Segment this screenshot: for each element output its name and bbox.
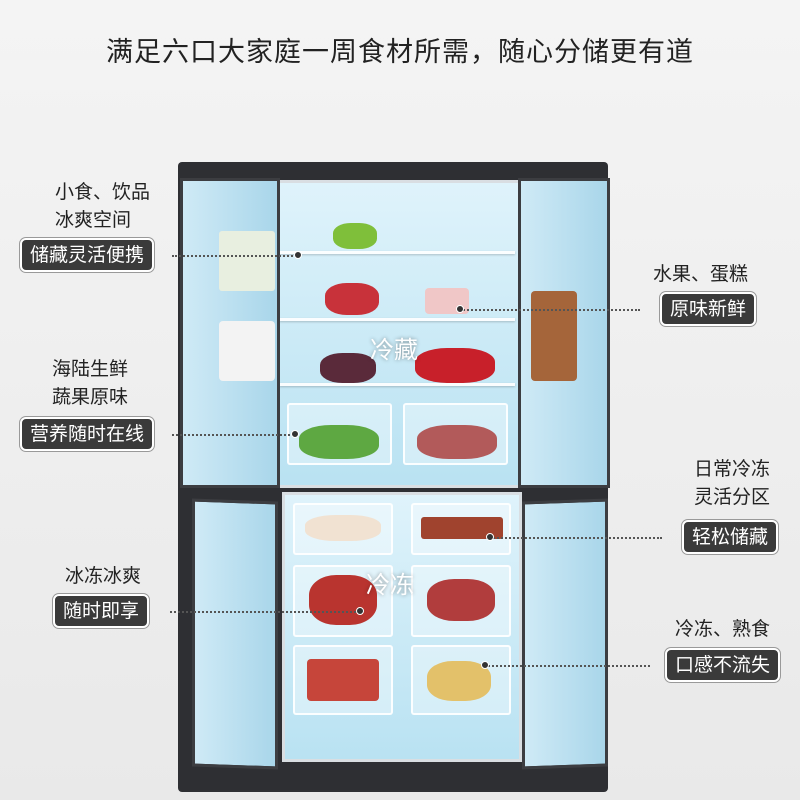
callout-line <box>485 665 650 667</box>
caption-fresh: 海陆生鲜蔬果原味 <box>52 355 128 411</box>
shelf <box>279 318 515 321</box>
tag-nutrition: 营养随时在线 <box>20 417 155 451</box>
caption-line: 冰爽空间 <box>55 209 132 231</box>
bottle <box>531 291 577 381</box>
caption-cooked: 冷冻、熟食 <box>675 615 770 643</box>
caption-line: 冰冻冰爽 <box>65 565 142 587</box>
zone-label-freezer: 冷冻 <box>366 571 414 599</box>
caption-line: 灵活分区 <box>693 486 770 508</box>
cherries <box>320 353 376 383</box>
right-freezer-door <box>522 498 608 770</box>
callout-dot <box>294 251 302 259</box>
vegetables <box>299 425 379 459</box>
caption-line: 蔬果原味 <box>52 386 129 408</box>
caption-frozen: 冰冻冰爽 <box>65 562 141 590</box>
callout-dot <box>486 533 494 541</box>
callout-dot <box>291 430 299 438</box>
meat <box>417 425 497 459</box>
zone-label-fridge: 冷藏 <box>370 336 418 364</box>
dumplings <box>305 515 381 541</box>
ice-cream <box>309 575 377 625</box>
milk <box>219 321 275 381</box>
freezer-drawer <box>293 645 393 715</box>
tag-ready: 随时即享 <box>53 594 150 628</box>
callout-line <box>172 255 297 257</box>
callout-line <box>490 537 662 539</box>
tag-taste: 口感不流失 <box>664 648 780 682</box>
caption-line: 冷冻、熟食 <box>674 618 770 640</box>
caption-line: 海陆生鲜 <box>52 358 129 380</box>
strawberries <box>325 283 379 315</box>
freezer-drawer <box>293 503 393 555</box>
right-fridge-door <box>518 178 610 488</box>
steak <box>427 579 495 621</box>
shelf <box>279 251 515 254</box>
freezer-drawer <box>293 565 393 637</box>
sausages <box>421 517 503 539</box>
crisper-drawer <box>287 403 392 465</box>
freezer-compartment <box>282 492 522 762</box>
caption-snacks: 小食、饮品冰爽空间 <box>55 178 150 234</box>
chicken <box>427 661 491 701</box>
drinks <box>219 231 275 291</box>
tag-storage-flexible: 储藏灵活便携 <box>20 238 155 272</box>
crisper-drawer <box>403 403 508 465</box>
callout-dot <box>456 305 464 313</box>
tag-original-fresh: 原味新鲜 <box>659 292 756 326</box>
grapes <box>333 223 377 249</box>
caption-fruit: 水果、蛋糕 <box>653 260 748 288</box>
pot <box>415 348 495 383</box>
caption-daily-freeze: 日常冷冻灵活分区 <box>694 455 770 511</box>
shelf <box>279 383 515 386</box>
callout-line <box>172 434 294 436</box>
fridge-compartment <box>272 180 522 488</box>
callout-dot <box>356 607 364 615</box>
callout-line <box>460 309 640 311</box>
left-fridge-door <box>180 178 280 488</box>
freezer-drawer <box>411 645 511 715</box>
freezer-drawer <box>411 503 511 555</box>
caption-line: 水果、蛋糕 <box>652 263 748 285</box>
callout-line <box>170 611 360 613</box>
left-freezer-door <box>192 498 278 770</box>
caption-line: 日常冷冻 <box>693 458 770 480</box>
tag-easy-storage: 轻松储藏 <box>681 520 778 554</box>
freezer-drawer <box>411 565 511 637</box>
callout-dot <box>481 661 489 669</box>
caption-line: 小食、饮品 <box>55 181 151 203</box>
headline: 满足六口大家庭一周食材所需，随心分储更有道 <box>106 37 694 68</box>
pizza <box>307 659 379 701</box>
